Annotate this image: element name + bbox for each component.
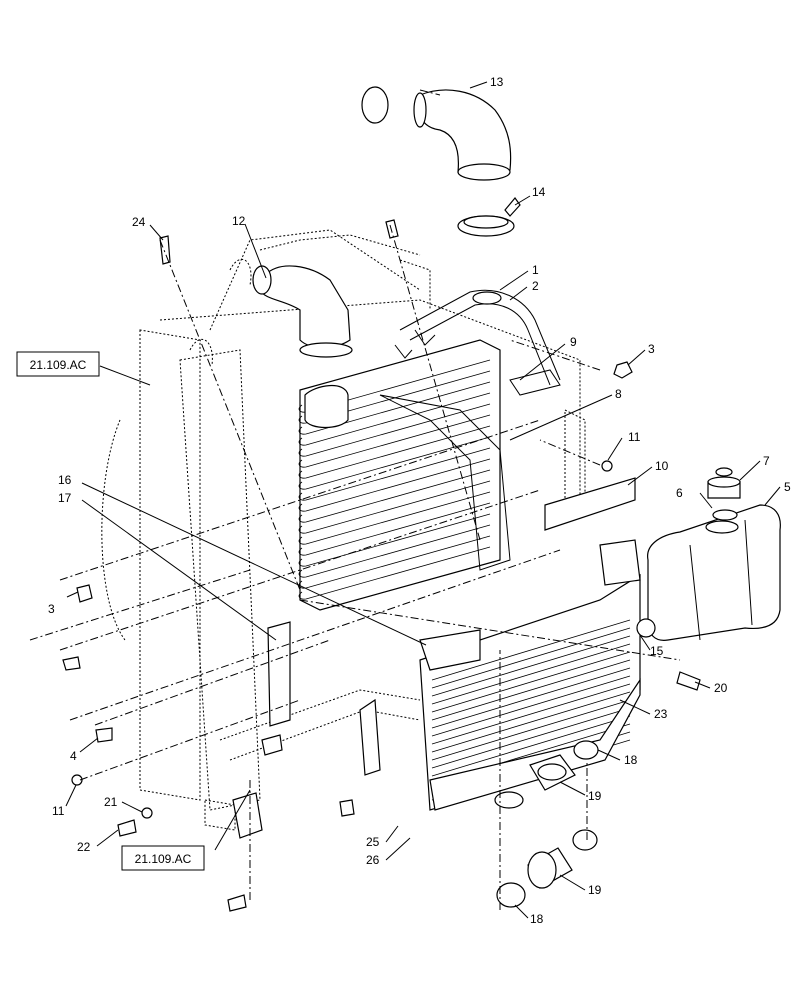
cooler-fin — [431, 635, 631, 697]
reference-label: 21.109.AC — [135, 852, 192, 866]
cooler-fin — [431, 627, 631, 689]
cooler-fin — [431, 667, 631, 729]
radiator-fin — [298, 480, 491, 534]
fasteners — [62, 219, 701, 912]
callout-13: 13 — [490, 75, 504, 89]
callout-1: 1 — [532, 263, 539, 277]
callout-9: 9 — [570, 335, 577, 349]
radiator-fin — [298, 436, 491, 490]
cooler-fin — [431, 715, 631, 777]
radiator-fin — [298, 370, 491, 424]
callout-15: 15 — [650, 644, 664, 658]
callout-11-right: 11 — [628, 430, 641, 444]
callout-4: 4 — [70, 749, 77, 763]
callout-labels: 13 14 12 24 1 2 9 3 8 11 10 7 6 5 15 20 … — [48, 75, 791, 926]
radiator-fin — [298, 546, 491, 600]
upper-hose — [252, 265, 353, 358]
reference-box-bottom: 21.109.AC — [121, 845, 205, 871]
cooler-fin — [431, 643, 631, 705]
cooler-fin — [431, 691, 631, 753]
leader-lines — [65, 81, 781, 919]
callout-25: 25 — [366, 835, 380, 849]
radiator-fin — [298, 458, 491, 512]
engine-frame-outline — [101, 229, 586, 831]
callout-12: 12 — [232, 214, 246, 228]
radiator-fin — [298, 469, 491, 523]
callout-3-left: 3 — [48, 602, 55, 616]
callout-19-upper: 19 — [588, 789, 602, 803]
radiator-fin — [298, 392, 491, 446]
callout-20: 20 — [714, 681, 728, 695]
lower-hoses — [494, 740, 599, 908]
callout-3-right: 3 — [648, 342, 655, 356]
radiator-fin — [298, 447, 491, 501]
radiator-fin — [298, 513, 491, 567]
callout-23: 23 — [654, 707, 668, 721]
cooler-fin — [431, 683, 631, 745]
callout-18-upper: 18 — [624, 753, 638, 767]
radiator-fin — [298, 381, 491, 435]
callout-7: 7 — [763, 454, 770, 468]
reference-label: 21.109.AC — [30, 358, 87, 372]
callout-22: 22 — [77, 840, 91, 854]
callout-5: 5 — [784, 480, 791, 494]
callout-17: 17 — [58, 491, 72, 505]
callout-11-left: 11 — [52, 804, 65, 818]
callout-26: 26 — [366, 853, 380, 867]
callout-18-lower: 18 — [530, 912, 544, 926]
cooler-fin — [431, 619, 631, 681]
callout-8: 8 — [615, 387, 622, 401]
callout-24: 24 — [132, 215, 146, 229]
cooler-fin — [431, 651, 631, 713]
expansion-tank — [636, 467, 781, 641]
cooler-fin — [431, 675, 631, 737]
callout-6: 6 — [676, 486, 683, 500]
radiator-fin — [298, 414, 491, 468]
callout-2: 2 — [532, 279, 539, 293]
callout-19-lower: 19 — [588, 883, 602, 897]
radiator-fin — [298, 425, 491, 479]
radiator-fin — [298, 502, 491, 556]
radiator-fin — [298, 524, 491, 578]
radiator-core — [298, 339, 511, 611]
support-bracket — [394, 289, 561, 396]
callout-10: 10 — [655, 459, 669, 473]
callout-21: 21 — [104, 795, 118, 809]
cooler-fin — [431, 659, 631, 721]
reference-box-top: 21.109.AC — [16, 351, 100, 377]
elbow-hose — [361, 86, 521, 237]
assembly-lines — [29, 89, 681, 910]
radiator-fin — [298, 491, 491, 545]
cooler-fin — [431, 699, 631, 761]
callout-16: 16 — [58, 473, 72, 487]
cooler-fin — [431, 707, 631, 769]
radiator-fin — [298, 403, 491, 457]
callout-14: 14 — [532, 185, 546, 199]
